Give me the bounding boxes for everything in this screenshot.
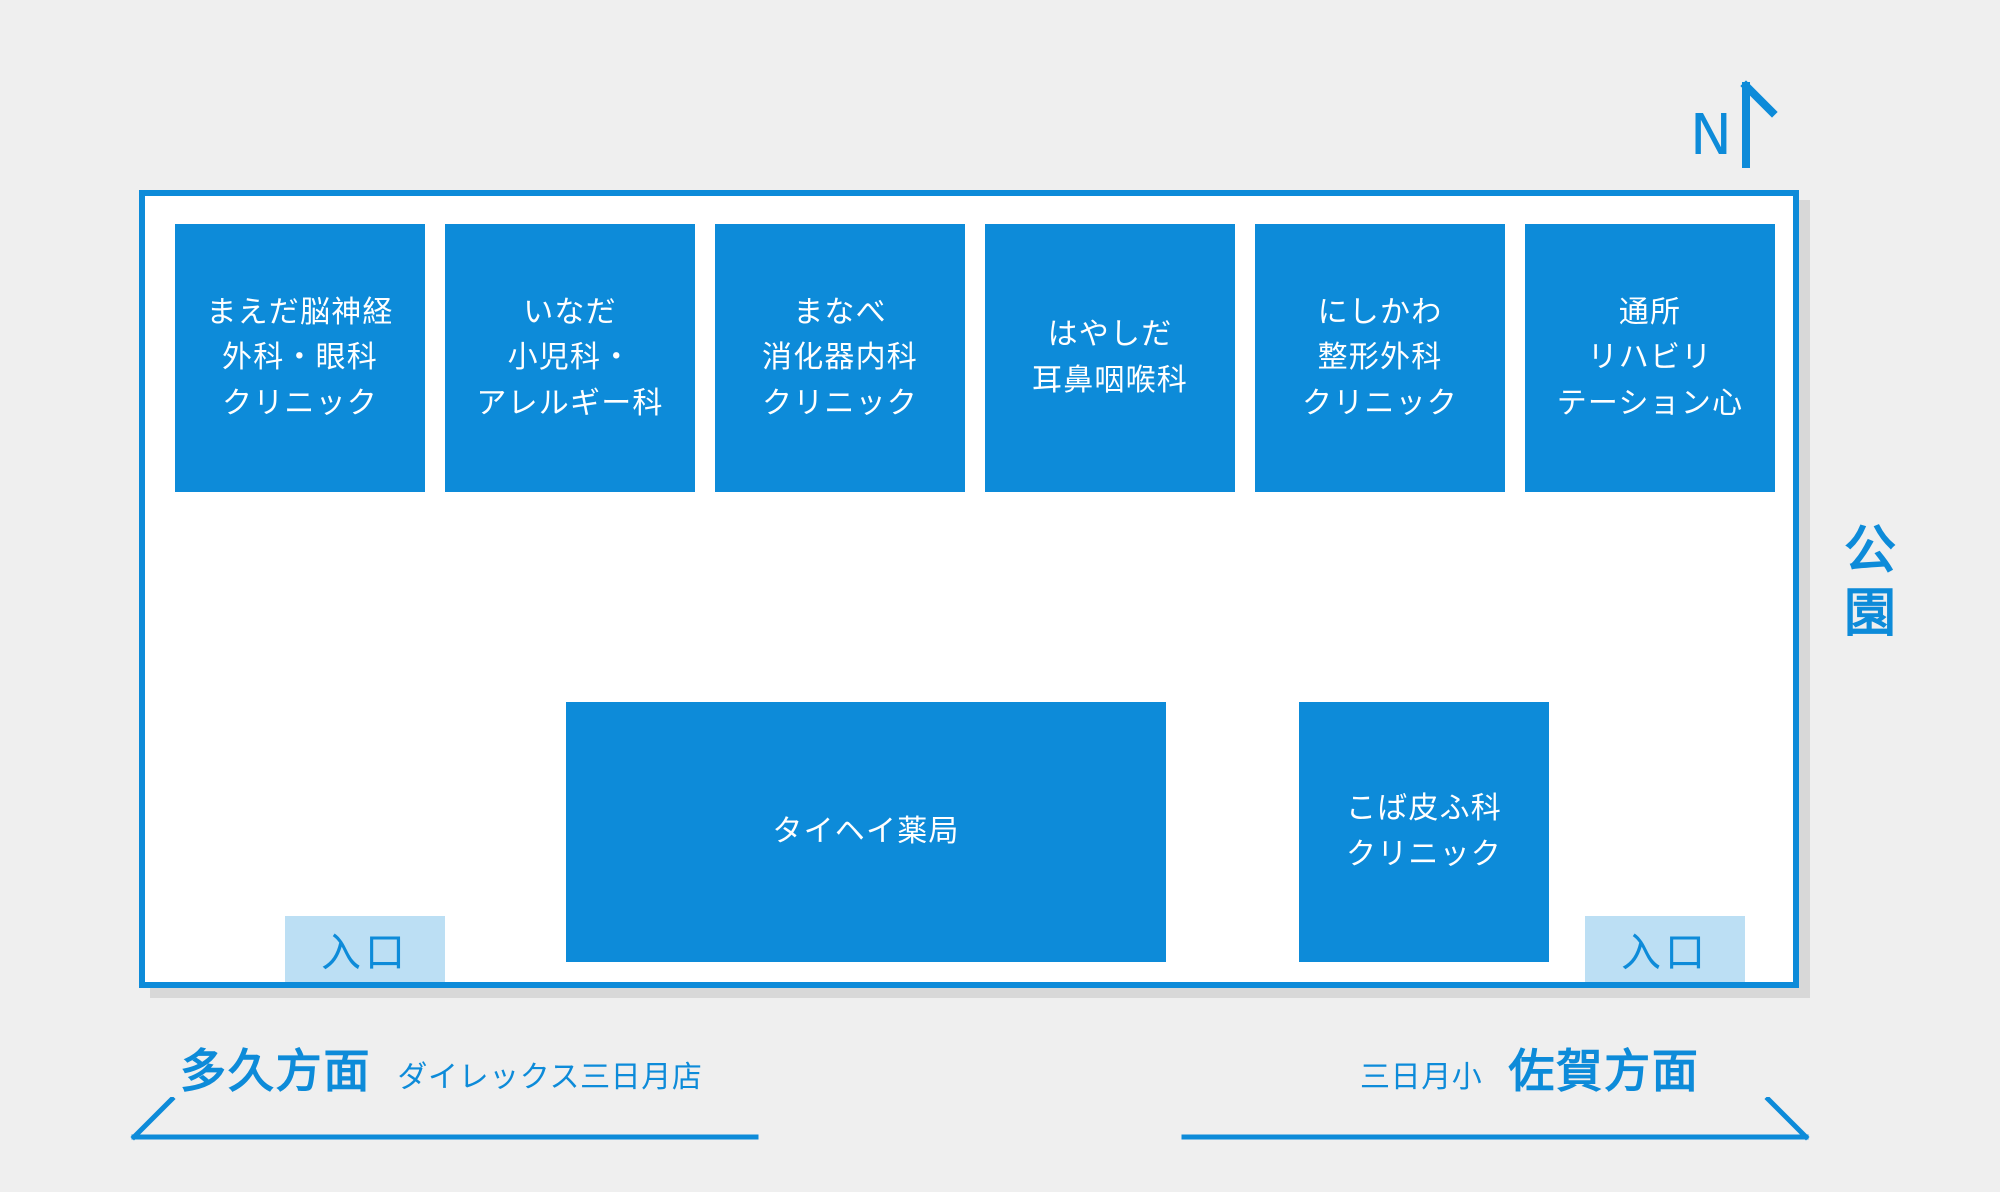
tenant-line: 小児科・ <box>507 340 633 376</box>
entrance-right[interactable]: 入口 <box>1585 916 1745 982</box>
tenant-line: こば皮ふ科 <box>1346 791 1502 827</box>
park-label: 公 園 <box>1840 520 1900 647</box>
tenant-line: リハビリ <box>1587 340 1713 376</box>
tenant-manabe[interactable]: まなべ 消化器内科 クリニック <box>715 224 965 492</box>
tenant-line: まえだ脳神経 <box>206 294 394 330</box>
tenant-maeda[interactable]: まえだ脳神経 外科・眼科 クリニック <box>175 224 425 492</box>
park-label-char: 園 <box>1843 584 1896 645</box>
tenant-line: アレルギー科 <box>476 385 664 421</box>
tenant-line: にしかわ <box>1317 294 1443 330</box>
tenant-line: クリニック <box>222 385 378 421</box>
tenant-line: テーション心 <box>1556 385 1744 421</box>
road-left-labels: 多久方面 ダイレックス三日月店 <box>180 1035 702 1101</box>
tenant-line: 整形外科 <box>1317 340 1443 376</box>
tenant-line: タイヘイ薬局 <box>772 814 960 850</box>
tenant-line: まなべ <box>793 294 887 330</box>
tenant-line: 消化器内科 <box>762 340 918 376</box>
entrance-label: 入口 <box>321 930 409 976</box>
entrance-label: 入口 <box>1621 930 1709 976</box>
tenant-nishikawa[interactable]: にしかわ 整形外科 クリニック <box>1255 224 1505 492</box>
road-right-labels: 三日月小 佐賀方面 <box>1360 1035 1700 1101</box>
tenant-line: いなだ <box>523 294 617 330</box>
tenant-hayashida[interactable]: はやしだ 耳鼻咽喉科 <box>985 224 1235 492</box>
road-right-direction: 佐賀方面 <box>1508 1044 1700 1098</box>
tenant-inada[interactable]: いなだ 小児科・ アレルギー科 <box>445 224 695 492</box>
north-arrow-icon <box>1740 80 1778 168</box>
tenant-tsusho-rehab[interactable]: 通所 リハビリ テーション心 <box>1525 224 1775 492</box>
compass-north-label: N <box>1690 103 1732 168</box>
building-outline: まえだ脳神経 外科・眼科 クリニック いなだ 小児科・ アレルギー科 まなべ 消… <box>139 190 1799 988</box>
tenant-line: 外科・眼科 <box>222 340 378 376</box>
tenant-line: クリニック <box>1346 837 1502 872</box>
compass: N <box>1690 78 1800 168</box>
tenant-koba-dermatology[interactable]: こば皮ふ科 クリニック <box>1299 702 1549 962</box>
tenant-taihei-pharmacy[interactable]: タイヘイ薬局 <box>566 702 1166 962</box>
road-left-landmark: ダイレックス三日月店 <box>397 1060 703 1095</box>
entrance-left[interactable]: 入口 <box>285 916 445 982</box>
park-label-char: 公 <box>1843 521 1896 581</box>
tenant-line: クリニック <box>762 385 918 421</box>
road-left-arrow-icon <box>130 1097 759 1141</box>
road-left-direction: 多久方面 <box>180 1044 372 1098</box>
tenant-line: 耳鼻咽喉科 <box>1032 363 1188 398</box>
tenant-line: クリニック <box>1302 385 1458 421</box>
road-right-arrow-icon <box>1181 1097 1810 1141</box>
tenant-line: 通所 <box>1618 294 1682 330</box>
road-right-landmark: 三日月小 <box>1360 1060 1483 1095</box>
tenant-line: はやしだ <box>1047 317 1173 353</box>
